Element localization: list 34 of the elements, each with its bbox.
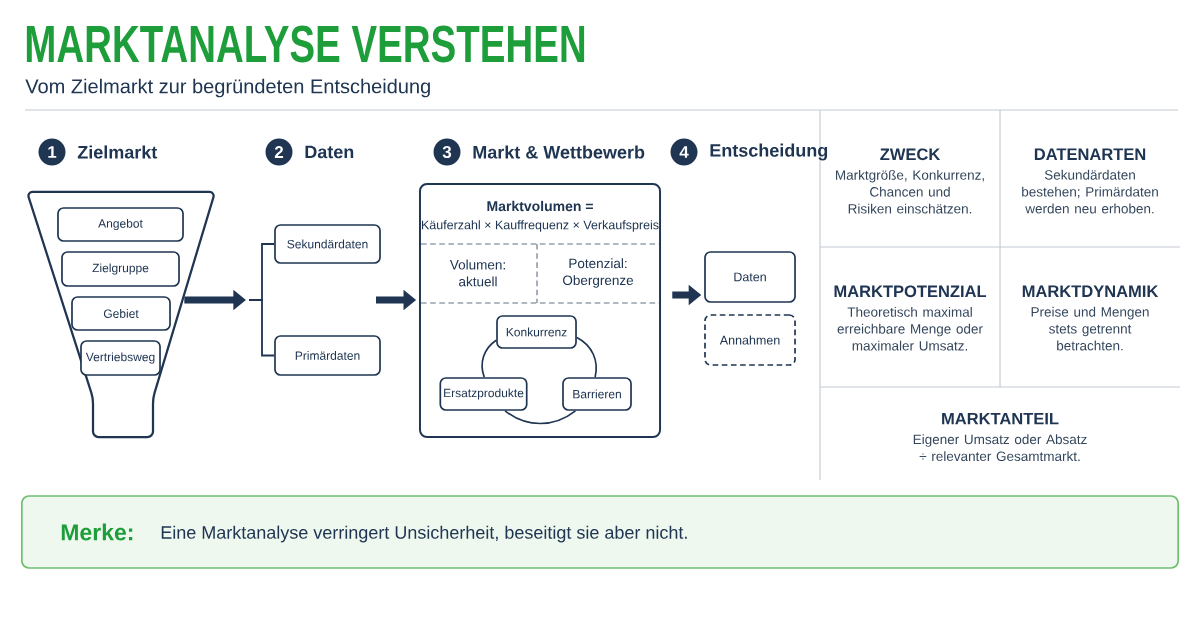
info-cell: MARKTDYNAMIK Preise und Mengen stets getrennt betrachten. bbox=[1022, 285, 1159, 351]
process-box: Gebiet bbox=[71, 296, 171, 331]
cycle-line bbox=[481, 339, 497, 378]
assumption-box: Annahmen bbox=[704, 314, 796, 366]
info-cell: DATENARTEN Sekundärdaten bestehen; Primärdaten werden neu erhoben. bbox=[1022, 148, 1158, 214]
compartment-text: Volumen: aktuell bbox=[449, 259, 505, 287]
cycle-line bbox=[504, 410, 577, 425]
process-box: Vertriebsweg bbox=[80, 340, 161, 376]
process-box: Primärdaten bbox=[274, 335, 381, 376]
step-badge: 3 bbox=[433, 138, 461, 166]
info-cell: ZWECK Marktgröße, Konkurrenz, Chancen und Risiken einschätzen. bbox=[836, 148, 984, 214]
process-box: Konkurrenz bbox=[496, 315, 577, 349]
process-box: Sekundärdaten bbox=[274, 224, 381, 264]
step-heading: Zielmarkt bbox=[77, 145, 158, 159]
process-box: Ersatzprodukte bbox=[439, 377, 528, 411]
process-box: Zielgruppe bbox=[61, 251, 180, 287]
info-cell: MARKTPOTENZIAL Theoretisch maximal erreichbare Menge oder maximaler Umsatz. bbox=[834, 285, 987, 351]
process-box: Daten bbox=[704, 251, 796, 303]
step-heading: Daten bbox=[305, 145, 354, 159]
step-badge: 4 bbox=[670, 138, 698, 166]
title: MARKTANALYSE VERSTEHEN bbox=[26, 25, 585, 63]
bracket-line bbox=[248, 299, 276, 357]
note-box: Merke: Eine Marktanalyse verringert Unsicherheit, beseitigt sie aber nicht. bbox=[21, 495, 1179, 569]
process-box: Barrieren bbox=[562, 377, 632, 411]
step-badge: 2 bbox=[265, 138, 293, 166]
info-cell: MARKTANTEIL Eigener Umsatz oder Absatz ÷ relevanter Gesamtmarkt. bbox=[913, 413, 1087, 462]
step-badge: 1 bbox=[38, 138, 66, 166]
process-box: Angebot bbox=[57, 207, 184, 242]
step-heading: Markt & Wettbewerb bbox=[473, 145, 645, 159]
cycle-line bbox=[576, 336, 598, 378]
step-heading: Entscheidung bbox=[710, 143, 828, 161]
compartment-text: Potenzial: Obergrenze bbox=[563, 258, 634, 288]
funnel-drawing bbox=[27, 190, 215, 439]
subtitle: Vom Zielmarkt zur begründeten Entscheidung bbox=[25, 78, 430, 98]
